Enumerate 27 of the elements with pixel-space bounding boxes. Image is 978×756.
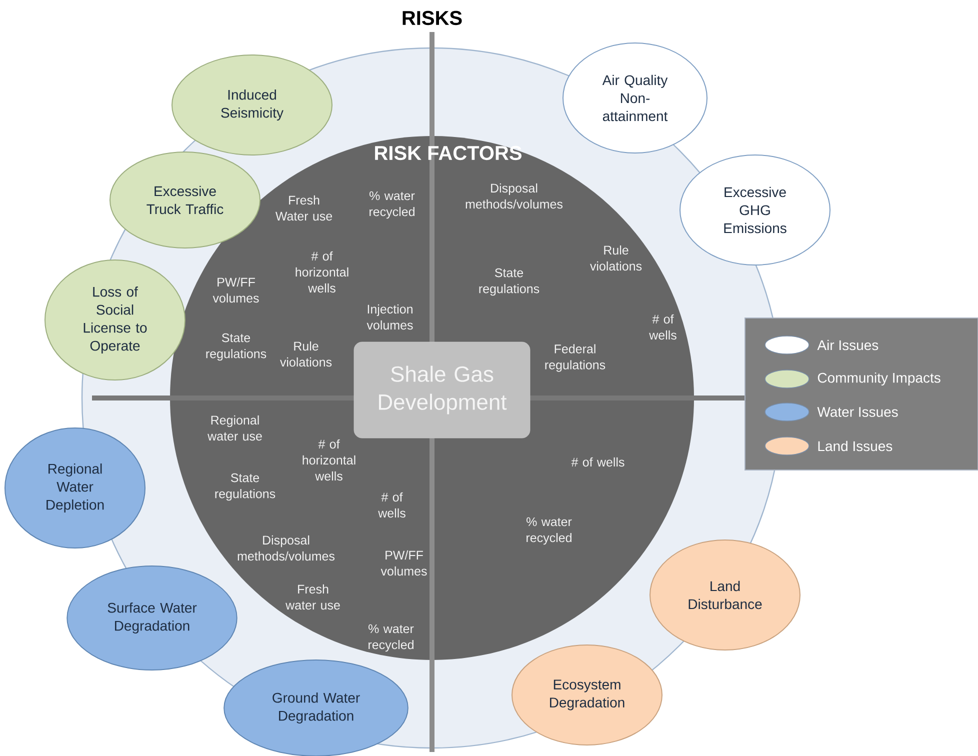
risk-factor: Fresh water use (286, 584, 340, 610)
risk-factor: PW/FF volumes (380, 550, 427, 576)
risk-factor: PW/FF volumes (212, 277, 259, 303)
legend-label: Water Issues (817, 407, 898, 417)
risk-factor: Regional water use (208, 415, 262, 441)
risk-factor: # of wells (571, 457, 624, 467)
risk-factor: # of wells (649, 314, 676, 340)
risk-factor: Federal regulations (545, 344, 606, 372)
risk-factor: Disposal methods/volumes (466, 183, 563, 209)
title: RISKS (402, 10, 462, 26)
risk-factor: Injection volumes (366, 304, 413, 330)
risk-factor: % water recycled (526, 517, 572, 545)
risk-factor: State regulations (215, 473, 276, 501)
legend-label: Air Issues (817, 340, 878, 350)
section-heading: RISK FACTORS (375, 146, 522, 160)
risk-factor: State regulations (479, 268, 540, 296)
risk-factor: Fresh Water use (275, 195, 332, 221)
risk-factor: Disposal methods/volumes (238, 535, 335, 561)
risk-factor: % water recycled (370, 191, 415, 219)
risk-factor: Rule violations (280, 341, 332, 367)
risk-factor: # of horizontal wells (296, 251, 348, 293)
risk-factor: # of horizontal wells (302, 439, 356, 481)
risk-factor: # of wells (378, 492, 406, 518)
risk-factor: State regulations (206, 333, 266, 361)
risk-factor: Rule violations (590, 245, 642, 271)
legend-label: Community Impacts (818, 372, 940, 386)
legend-label: Land Issues (818, 440, 892, 452)
